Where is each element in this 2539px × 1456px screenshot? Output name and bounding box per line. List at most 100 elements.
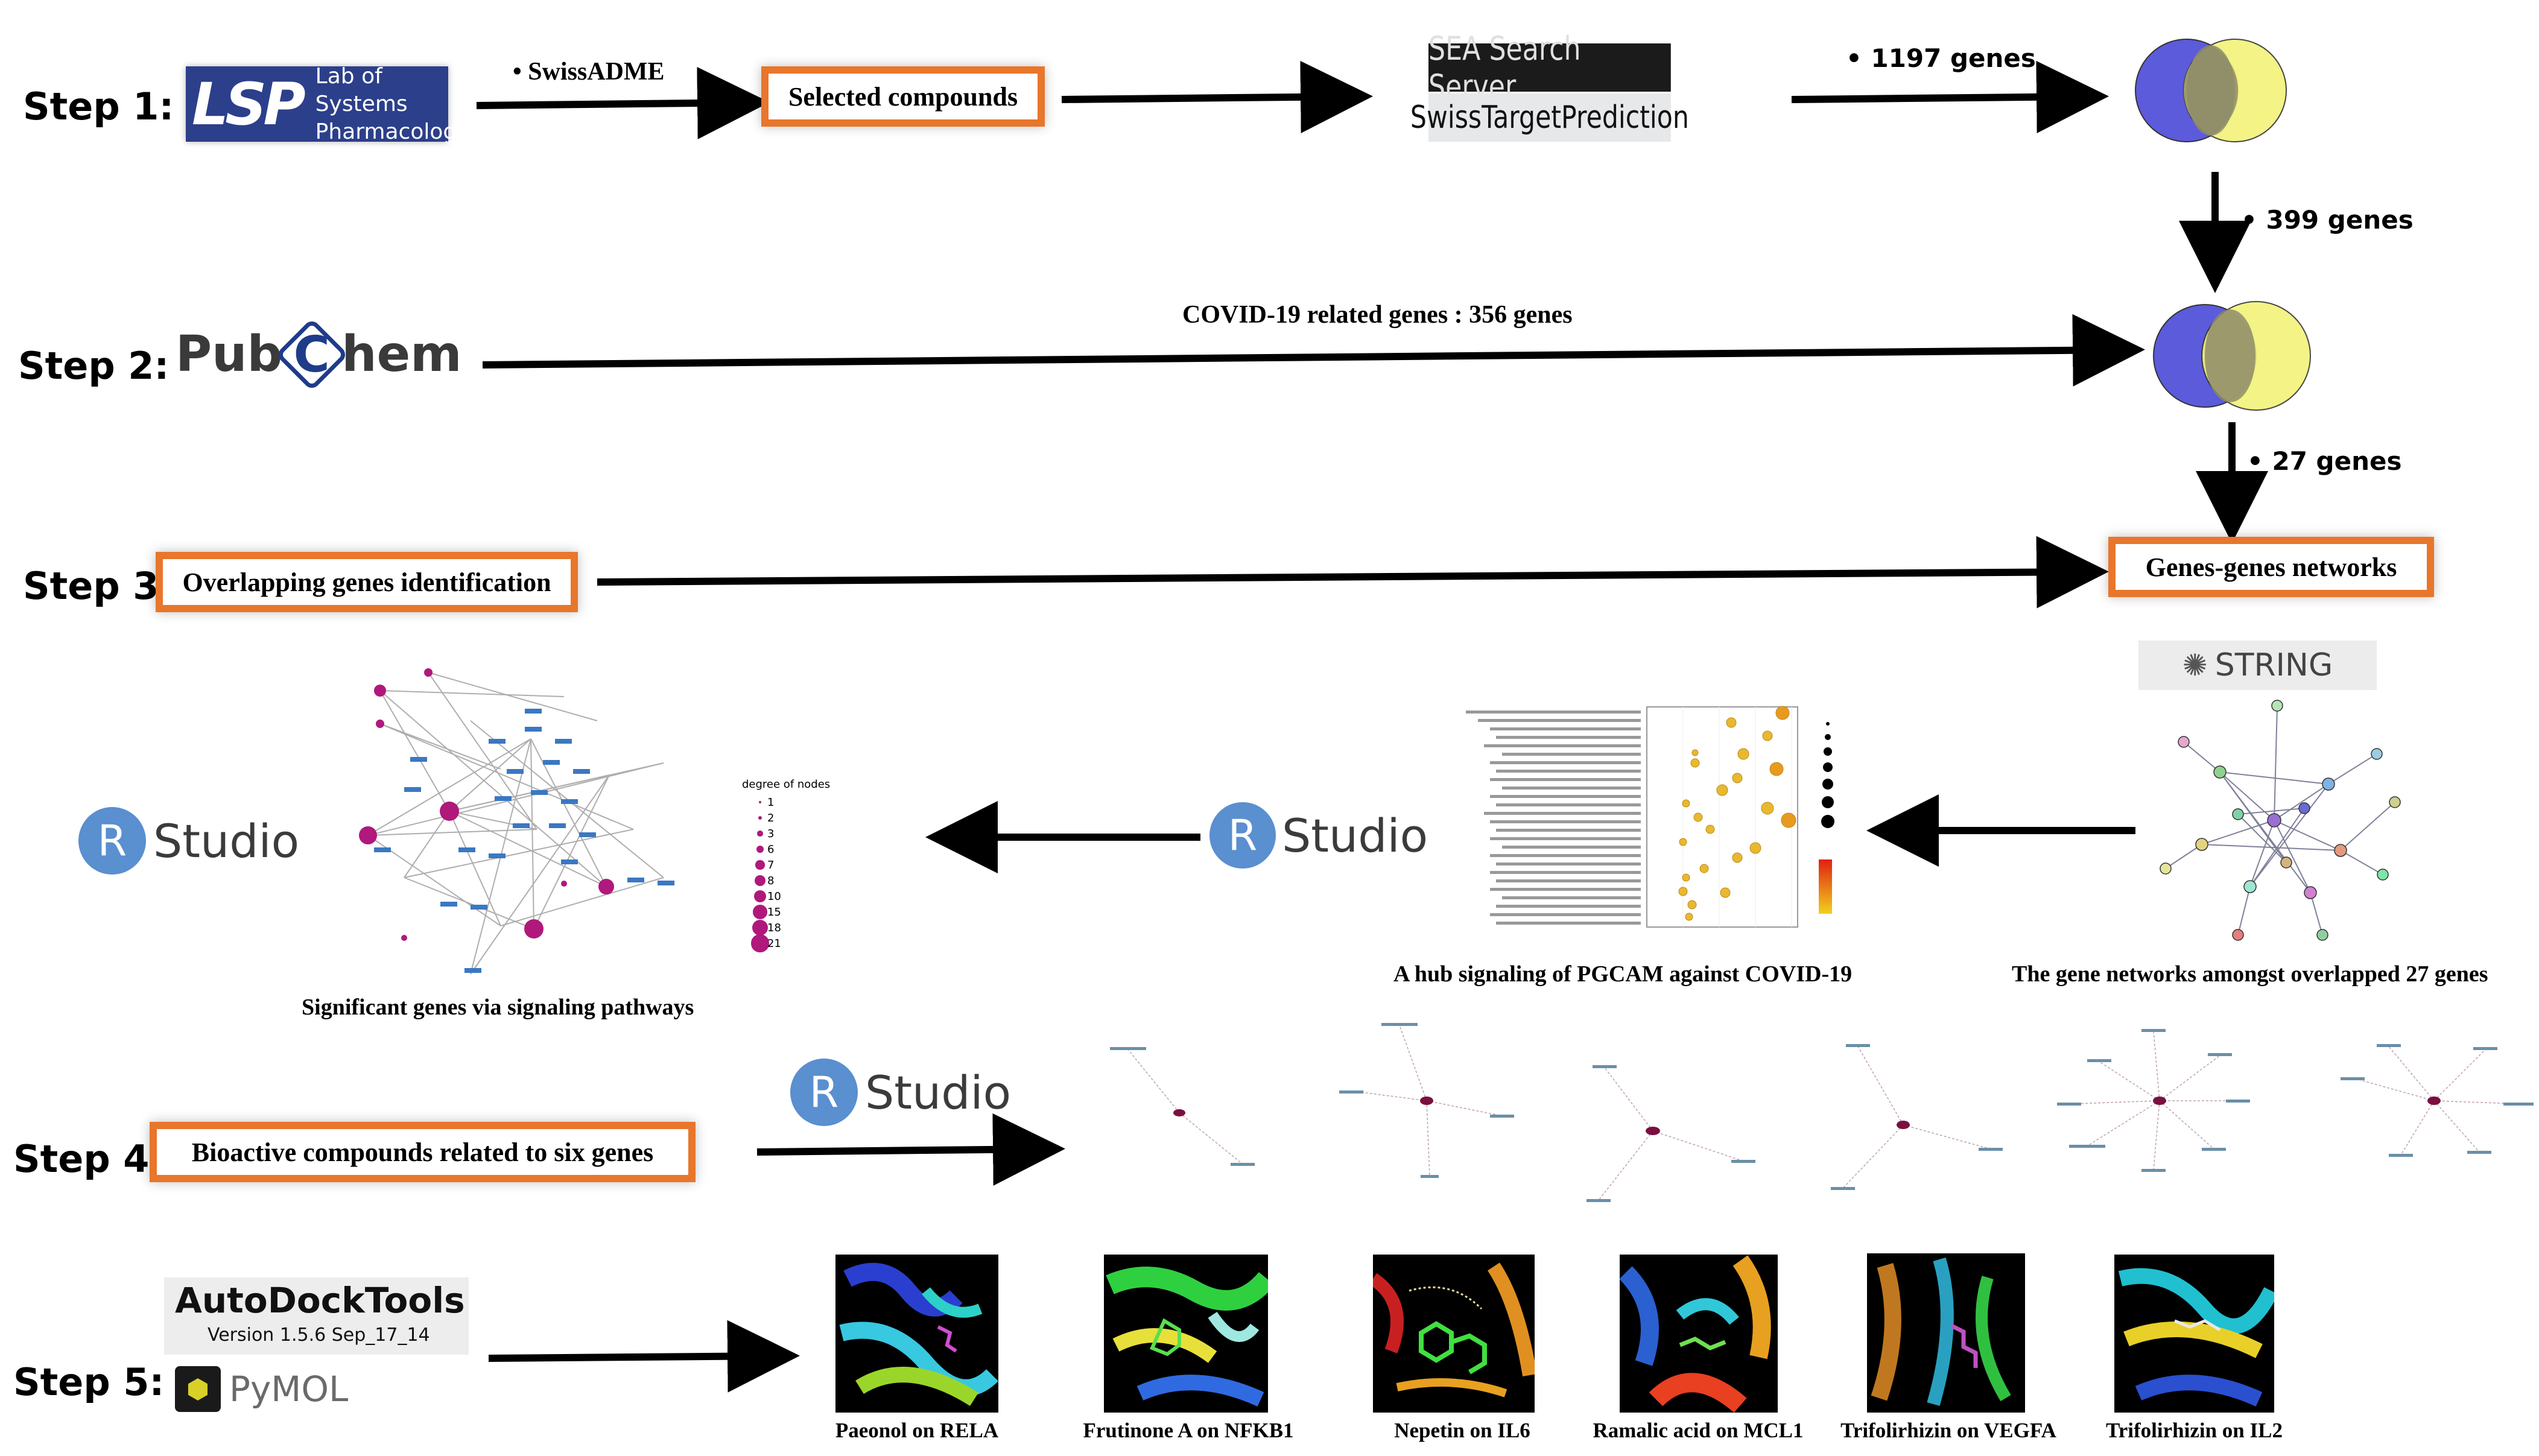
arrow-selected-to-sea [1061,60,1373,133]
compound-gene-networks [1110,1023,2534,1202]
string-icon: ✺ [2182,648,2208,683]
degree-legend-value: 1 [767,796,775,809]
swisstarget-text: SwissTargetPrediction [1410,100,1689,136]
genes-1197-label: • 1197 genes [1846,43,2036,73]
degree-legend-dot [755,875,766,886]
string-text: STRING [2214,647,2333,683]
string-logo: ✺ STRING [2138,641,2377,690]
degree-legend-item: 2 [742,810,830,826]
arrow-sea-to-venn1 [1791,60,2109,133]
docking-image-rela [835,1255,998,1413]
docking-caption: Ramalic acid on MCL1 [1593,1419,1804,1442]
degree-legend-dot [757,831,763,837]
hub-nodes [359,668,614,941]
degree-legend-value: 2 [767,811,775,825]
rstudio-r-icon: R [1209,802,1276,869]
pathway-dotplot [1466,706,1834,928]
degree-legend-value: 6 [767,843,775,856]
degree-legend-value: 3 [767,827,775,840]
pymol-logo: ⬢ PyMOL [175,1366,348,1412]
rstudio-text: Studio [1282,808,1428,863]
docking-image-nfkb1 [1104,1255,1268,1413]
rstudio-text: Studio [865,1065,1012,1119]
degree-legend-title: degree of nodes [742,778,831,791]
string-network-caption: The gene networks amongst overlapped 27 … [2012,961,2488,987]
genes-networks-box: Genes-genes networks [2108,537,2434,597]
arrow-tools-to-docking [488,1320,800,1393]
degree-legend-item: 6 [742,841,830,857]
genes-399-label: • 399 genes [2241,205,2414,235]
pymol-icon: ⬢ [175,1366,221,1412]
genes-27-label: • 27 genes [2247,446,2402,476]
step2-label: Step 2: [18,344,170,388]
degree-legend-dot [759,801,761,803]
pathway-dots [1678,706,1796,921]
degree-legend-item: 3 [742,826,830,841]
swisstarget-logo: SwissTargetPrediction [1410,93,1689,142]
arrow-overlap-to-networks [597,536,2109,609]
degree-legend-dot [753,890,767,903]
selected-compounds-box: Selected compounds [761,66,1045,127]
docking-caption: Trifolirhizin on IL2 [2106,1419,2283,1442]
lsp-line2: Pharmacology [315,119,470,144]
degree-legend-item: 10 [742,888,830,904]
autodocktools-logo: AutoDockTools Version 1.5.6 Sep_17_14 [164,1277,469,1355]
covid-genes-label: COVID-19 related genes : 356 genes [1182,301,1573,329]
arrow-bioactive-to-networks [756,1113,1065,1186]
venn2-overlap [2205,309,2255,402]
autodocktools-title: AutoDockTools [175,1280,465,1321]
compound-target-labels [1110,1023,2534,1202]
degree-legend-item: 1 [742,794,830,810]
degree-legend-value: 21 [767,937,781,950]
degree-legend-dot [751,934,769,952]
rstudio-logo-left: R Studio [78,807,299,875]
rstudio-r-icon: R [78,807,146,875]
docking-caption: Nepetin on IL6 [1394,1419,1530,1442]
pathway-label-lines [1466,711,1641,925]
dotplot-size-legend [1821,722,1834,828]
string-network-graphic [2160,700,2401,941]
degree-legend-dot [753,905,767,919]
arrow-pubchem-to-venn2 [482,314,2145,387]
lsp-line1: Lab of Systems [315,63,408,116]
degree-legend-value: 8 [767,874,775,887]
lsp-logo: LSP Lab of Systems Pharmacology [186,64,470,144]
venn-diagram-2 [2153,301,2311,411]
autodocktools-version: Version 1.5.6 Sep_17_14 [208,1325,430,1346]
overlapping-genes-box: Overlapping genes identification [156,552,578,612]
rstudio-r-icon: R [790,1059,858,1126]
sea-server-logo: SEA Search Server [1428,30,1671,106]
step5-label: Step 5: [13,1360,165,1404]
rstudio-text: Studio [153,814,300,868]
venn-diagram-1 [2135,39,2287,142]
degree-legend-dot [755,860,765,870]
degree-legend-value: 10 [767,890,781,903]
docking-image-il6 [1373,1255,1535,1413]
dotplot-caption: A hub signaling of PGCAM against COVID-1… [1393,961,1853,987]
docking-caption: Frutinone A on NFKB1 [1083,1419,1294,1442]
degree-legend-item: 21 [742,934,830,952]
degree-legend-value: 7 [767,858,775,872]
degree-legend-dot [756,845,764,853]
degree-legend-item: 8 [742,873,830,888]
docking-caption: Trifolirhizin on VEGFA [1840,1419,2056,1442]
gene-center-nodes [1173,1097,2441,1135]
degree-legend-item: 7 [742,857,830,873]
step4-label: Step 4: [13,1137,165,1181]
degree-legend-dot [758,815,762,820]
step1-label: Step 1: [23,84,174,128]
docking-image-il2 [2114,1255,2274,1413]
rstudio-logo-middle: R Studio [1209,802,1428,869]
lsp-logo-mark: LSP [192,70,306,138]
docking-image-mcl1 [1620,1255,1778,1413]
degree-legend-item: 15 [742,904,830,920]
significant-genes-network [359,668,674,975]
degree-legend-value: 18 [767,921,781,934]
docking-image-vegfa [1867,1253,2025,1413]
rstudio-logo-step4: R Studio [790,1059,1011,1126]
degree-legend-dot [752,919,769,936]
